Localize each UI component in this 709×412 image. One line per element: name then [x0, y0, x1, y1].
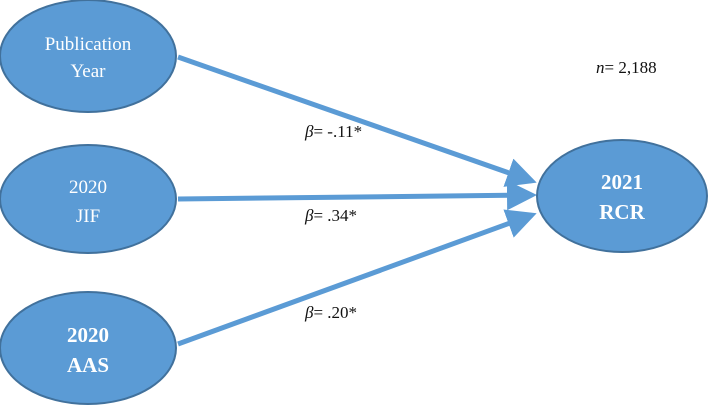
node-2020-jif: 2020 JIF — [0, 144, 177, 254]
svg-text:AAS: AAS — [67, 353, 109, 377]
node-2020-aas: 2020 AAS — [0, 291, 177, 405]
svg-text:2020: 2020 — [69, 177, 107, 198]
node-jif-line-1: 2020 — [69, 177, 107, 198]
svg-text:2020: 2020 — [67, 323, 109, 347]
sample-size-label: n= 2,188 — [596, 58, 657, 77]
node-aas-line-1: 2020 — [67, 323, 109, 347]
arrow-aas-to-rcr — [177, 209, 537, 347]
node-rcr-line-1: 2021 — [601, 170, 643, 194]
arrow-pub-year-to-rcr — [177, 54, 537, 187]
svg-text:RCR: RCR — [599, 200, 645, 224]
coef-label-jif: β= .34* — [304, 206, 357, 225]
node-aas-line-2: AAS — [67, 353, 109, 377]
arrow-jif-to-rcr — [177, 180, 537, 211]
node-publication-year: Publication Year — [0, 0, 177, 113]
svg-text:Year: Year — [70, 61, 106, 82]
coef-label-aas: β= .20* — [304, 303, 357, 322]
node-jif-line-2: JIF — [76, 206, 100, 227]
node-rcr-line-2: RCR — [599, 200, 645, 224]
node-publication-year-line-1: Publication — [45, 34, 132, 55]
arrows-layer — [177, 54, 537, 347]
svg-text:2021: 2021 — [601, 170, 643, 194]
svg-text:Publication: Publication — [45, 34, 132, 55]
node-publication-year-line-2: Year — [70, 61, 106, 82]
coef-label-pub-year: β= -.11* — [304, 122, 362, 141]
svg-text:JIF: JIF — [76, 206, 100, 227]
node-2021-rcr: 2021 RCR — [536, 139, 708, 253]
